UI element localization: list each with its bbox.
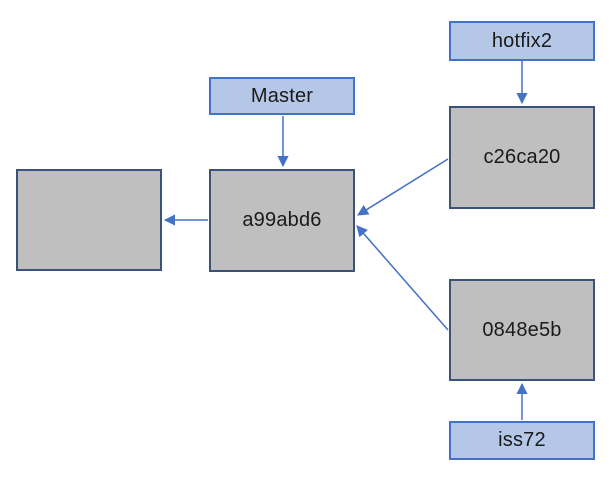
commit-node-empty [16,169,162,271]
branch-label-iss72: iss72 [449,421,595,460]
branch-label-master: Master [209,77,355,115]
edge-0848e5b-to-a99abd6 [356,225,449,331]
commit-node-c26ca20: c26ca20 [449,106,595,209]
branch-label-hotfix2: hotfix2 [449,21,595,61]
commit-node-a99abd6: a99abd6 [209,169,355,272]
edge-c26ca20-to-a99abd6 [357,158,449,216]
commit-node-0848e5b: 0848e5b [449,279,595,381]
